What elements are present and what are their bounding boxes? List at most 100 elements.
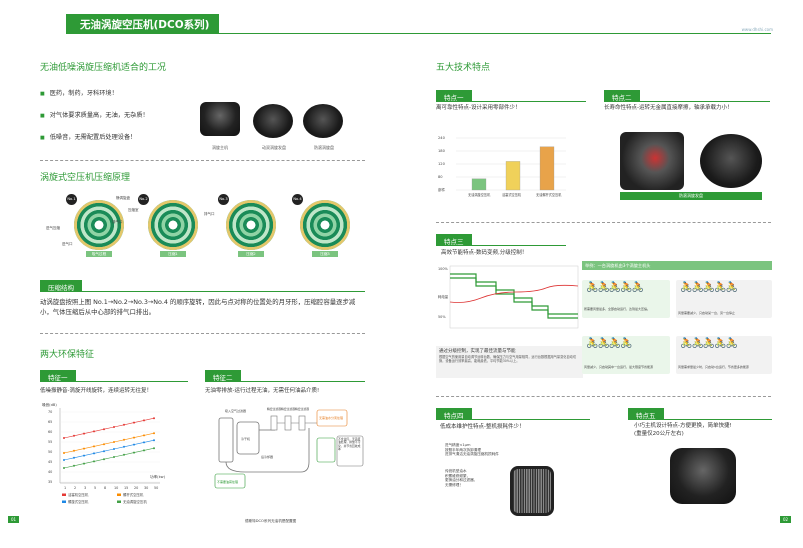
bike-caption: 风量需求量最少时，只启动1台运行，节省更多的能源 bbox=[678, 365, 749, 369]
t4-bullet: 传统机型油水 积累维修频繁， 更换油分和过滤器， 无需修理！ bbox=[445, 469, 478, 487]
feature1-desc: 低噪振静音-涡旋开线旋转，连续运转无往复！ bbox=[40, 388, 152, 394]
section-title-tech: 五大技术特点 bbox=[436, 63, 491, 73]
page-title: 无油涡旋空压机(DCO系列) bbox=[80, 19, 210, 31]
label-tank: 不需要油雾处理 bbox=[217, 479, 238, 484]
filter-cartridge-photo bbox=[510, 466, 554, 516]
energy-step-chart: 100% 耗电量 50% bbox=[438, 265, 579, 329]
section-title-conditions: 无油低噪涡旋压缩机适合的工况 bbox=[40, 63, 167, 73]
divider bbox=[436, 396, 771, 397]
t4-bullet: 进气精度<1μm 按照半年两次拆卸清理 进排气清洁无油涡旋压缩机损耗件 bbox=[445, 443, 499, 457]
noise-y-tick: 50 bbox=[48, 450, 52, 454]
badge-t4: 特点四 bbox=[436, 408, 472, 420]
label-warn: 无需油水分离处理 bbox=[319, 415, 343, 420]
stage-label: 吸气过程 bbox=[86, 251, 112, 257]
fixed-scroll-photo bbox=[303, 104, 343, 138]
parts-bar bbox=[505, 161, 521, 191]
noise-series-line bbox=[63, 432, 155, 454]
parts-x-label: 活塞式空压机 bbox=[502, 192, 522, 197]
parts-y-tick: 80 bbox=[438, 175, 443, 179]
noise-y-tick: 65 bbox=[48, 420, 52, 424]
label-filter: 吸入空气过滤器 bbox=[225, 408, 246, 413]
compact-head-photo bbox=[670, 448, 736, 504]
photo-caption: 防滚涡旋盘 bbox=[314, 145, 334, 150]
stage-label: 压缩3 bbox=[312, 251, 338, 257]
step-number: No.1 bbox=[66, 194, 77, 205]
legend-label: 螺杆式空压机 bbox=[123, 492, 144, 497]
badge-t3: 特点三 bbox=[436, 234, 472, 246]
legend-swatch bbox=[62, 493, 66, 496]
t4-desc: 低成本维护性特点-整机损耗件少！ bbox=[440, 424, 525, 430]
stage-label: 压缩1 bbox=[160, 251, 186, 257]
scroll-head-photo bbox=[200, 102, 240, 136]
spiral-diagram bbox=[148, 200, 198, 250]
noise-series-line bbox=[63, 447, 155, 469]
parts-bar-chart: 24018012080部件无油涡旋空压机活塞式空压机无油螺杆式空压机 bbox=[438, 136, 566, 197]
badge-t1: 特点一 bbox=[436, 90, 472, 102]
noise-y-tick: 45 bbox=[48, 460, 52, 464]
parts-y-tick: 180 bbox=[438, 149, 446, 153]
photo-caption: 动双涡旋发盘 bbox=[262, 145, 286, 150]
label-filter1: 精密过滤器 bbox=[267, 407, 281, 411]
t3-desc: 高效节能特点-数码变频,分级控制！ bbox=[441, 250, 528, 256]
badge-rule bbox=[205, 381, 365, 382]
bike-panel-partial: 🚴🚴🚴🚴🚴 bbox=[676, 280, 772, 318]
divider bbox=[436, 222, 771, 223]
structure-text: 动涡旋盘按照上图 No.1→No.2→No.3→No.4 的顺序旋转，因此与点对… bbox=[40, 298, 356, 316]
noise-y-tick: 35 bbox=[48, 480, 52, 484]
noise-x-tick: 10 bbox=[114, 486, 118, 490]
label-cooler: 后冷却器 bbox=[261, 454, 273, 459]
badge-rule bbox=[40, 291, 365, 292]
label-move: 静涡旋盘 bbox=[116, 196, 130, 200]
divider bbox=[40, 160, 365, 161]
noise-y-tick: 40 bbox=[48, 470, 52, 474]
bike-caption: 风量减少，只启动其中一台运行，最大限度节省能源 bbox=[584, 365, 654, 369]
noise-y-tick: 60 bbox=[48, 430, 52, 434]
photo-caption: 涡旋主机 bbox=[212, 145, 228, 150]
noise-x-tick: 20 bbox=[134, 486, 138, 490]
badge-rule bbox=[628, 419, 772, 420]
noise-y-tick: 55 bbox=[48, 440, 52, 444]
step-number: No.4 bbox=[292, 194, 303, 205]
t2-caption-bar: 防滚涡旋发盘 bbox=[620, 192, 762, 200]
badge-feature2: 特征二 bbox=[205, 370, 241, 382]
site-url: www.dhshi.com bbox=[741, 27, 773, 32]
parts-y-tick: 240 bbox=[438, 136, 446, 140]
label-exhaust2: 排气口 bbox=[204, 212, 215, 216]
badge-rule bbox=[436, 245, 566, 246]
t5-desc: 小巧主机设计特点-方便更换，简单快捷! (重量仅20公斤左右) bbox=[634, 423, 732, 437]
oilfree-flow-diagram: 吸入空气过滤器 冷干机 精密过滤器 精密过滤器 精密过滤器 后冷却器 无需油水分… bbox=[214, 407, 364, 523]
spiral-diagram bbox=[74, 200, 124, 250]
bikes-header-bar: 举例：一台涡旋机由3个涡旋主机头 bbox=[582, 261, 772, 270]
t2-caption: 防滚涡旋发盘 bbox=[679, 193, 703, 198]
diagram-caption: 德斯特DCO系列无油机是配置图 bbox=[245, 518, 297, 523]
noise-x-tick: 1 bbox=[64, 486, 66, 490]
legend-label: 活塞机空压机 bbox=[68, 492, 89, 497]
parts-bar bbox=[471, 178, 487, 191]
noise-x-tick: 15 bbox=[124, 486, 128, 490]
y-label-power: 耗电量 bbox=[438, 294, 449, 299]
label-compress: 压缩室 bbox=[128, 208, 139, 212]
label-filter2: 精密过滤器 bbox=[281, 407, 295, 411]
divider bbox=[40, 333, 365, 334]
step-number: No.2 bbox=[138, 194, 149, 205]
parts-x-label: 无油螺杆式空压机 bbox=[536, 192, 562, 197]
badge-t5: 特点五 bbox=[628, 408, 664, 420]
bike-panel-full: 🚴🚴🚴🚴🚴 bbox=[582, 280, 670, 318]
spiral-diagram bbox=[226, 200, 276, 250]
page-number-right: 02 bbox=[780, 516, 792, 523]
t3-note-text: 根据空气的使用量自动调节运转台数，确保压力与空气用量相同，运行台数根据用气量变化… bbox=[439, 355, 577, 364]
parts-bar bbox=[539, 146, 555, 191]
badge-rule bbox=[436, 419, 590, 420]
badge-t2: 特点二 bbox=[604, 90, 640, 102]
badge-feature1: 特征一 bbox=[40, 370, 76, 382]
bullet-item: 医药，制药，牙科环境！ bbox=[40, 88, 118, 97]
section-title-eco: 两大环保特征 bbox=[40, 350, 95, 360]
noise-y-unit: 噪音(dB) bbox=[42, 402, 57, 407]
page-number-left: 01 bbox=[8, 516, 20, 523]
t3-note-title: 通过分级控制，实现了最佳流量与节能 bbox=[439, 349, 516, 354]
label-intake: 进气口 bbox=[62, 242, 73, 246]
label-dryer: 冷干机 bbox=[241, 436, 250, 441]
label-filter3: 精密过滤器 bbox=[295, 407, 309, 411]
noise-x-label: 功率(kw) bbox=[150, 474, 166, 479]
